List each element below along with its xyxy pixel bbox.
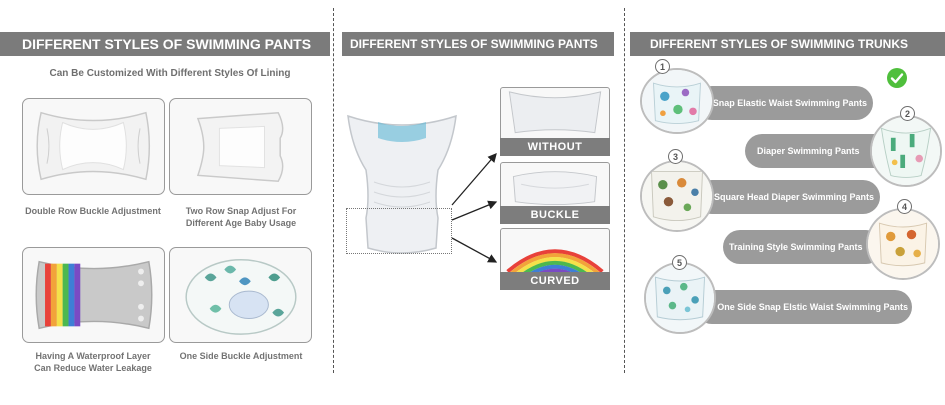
option-curved-label: CURVED: [500, 272, 610, 290]
section2-title: DIFFERENT STYLES OF SWIMMING PANTS: [350, 37, 598, 51]
pointer-arrows: [451, 153, 498, 263]
trunk-item-3-label: Square Head Diaper Swimming Pants: [713, 192, 874, 202]
check-icon: [887, 68, 907, 88]
trunk-item-1-label: Snap Elastic Waist Swimming Pants: [712, 98, 867, 108]
trunk-item-3-image: [640, 160, 714, 232]
section3-title: DIFFERENT STYLES OF SWIMMING TRUNKS: [650, 37, 908, 51]
trunk-item-2-label: Diaper Swimming Pants: [757, 146, 860, 156]
trunk-item-4-pill: Training Style Swimming Pants: [723, 230, 883, 264]
trunk-item-4-number: 4: [897, 199, 912, 214]
trunk-item-1-number: 1: [655, 59, 670, 74]
trunk-item-4-image: [866, 208, 940, 280]
trunk-item-2-image: [870, 115, 942, 187]
caption-3: Having A Waterproof Layer Can Reduce Wat…: [18, 350, 168, 374]
section-divider-left: [333, 8, 334, 373]
caption-4: One Side Buckle Adjustment: [166, 350, 316, 362]
section1-title: DIFFERENT STYLES OF SWIMMING PANTS: [22, 36, 312, 52]
trunk-item-4-label: Training Style Swimming Pants: [729, 242, 863, 252]
caption-1-line-1: Double Row Buckle Adjustment: [25, 206, 161, 216]
caption-3-line-2: Can Reduce Water Leakage: [34, 363, 152, 373]
trunk-item-5-image: [644, 262, 716, 334]
section1-banner: DIFFERENT STYLES OF SWIMMING PANTS: [0, 32, 330, 56]
trunk-item-5-number: 5: [672, 255, 687, 270]
highlight-box: [346, 208, 452, 254]
section-divider-right: [624, 8, 625, 373]
photo-double-row-buckle: [22, 98, 165, 195]
section2-banner: DIFFERENT STYLES OF SWIMMING PANTS: [342, 32, 614, 56]
photo-one-side-buckle: [169, 247, 312, 343]
option-without-label: WITHOUT: [500, 138, 610, 156]
trunk-item-3-pill: Square Head Diaper Swimming Pants: [695, 180, 880, 214]
section1-subtitle: Can Be Customized With Different Styles …: [49, 68, 291, 79]
caption-4-line-1: One Side Buckle Adjustment: [179, 351, 303, 361]
trunk-item-3-number: 3: [668, 149, 683, 164]
caption-2: Two Row Snap Adjust For Different Age Ba…: [166, 205, 316, 229]
section3-banner: DIFFERENT STYLES OF SWIMMING TRUNKS: [630, 32, 945, 56]
option-buckle-label: BUCKLE: [500, 206, 610, 224]
caption-2-line-2: Different Age Baby Usage: [185, 218, 297, 228]
trunk-item-5-pill: One Side Snap Elstic Waist Swimming Pant…: [695, 290, 912, 324]
caption-1: Double Row Buckle Adjustment: [18, 205, 168, 217]
trunk-item-1-pill: Snap Elastic Waist Swimming Pants: [695, 86, 873, 120]
photo-waterproof-layer: [22, 247, 165, 343]
main-diaper-illustration: [347, 114, 457, 254]
caption-3-line-1: Having A Waterproof Layer: [35, 351, 151, 361]
photo-two-row-snap: [169, 98, 312, 195]
caption-2-line-1: Two Row Snap Adjust For: [185, 206, 297, 216]
trunk-item-5-label: One Side Snap Elstic Waist Swimming Pant…: [717, 302, 908, 312]
trunk-item-2-number: 2: [900, 106, 915, 121]
trunk-item-1-image: [640, 68, 714, 134]
